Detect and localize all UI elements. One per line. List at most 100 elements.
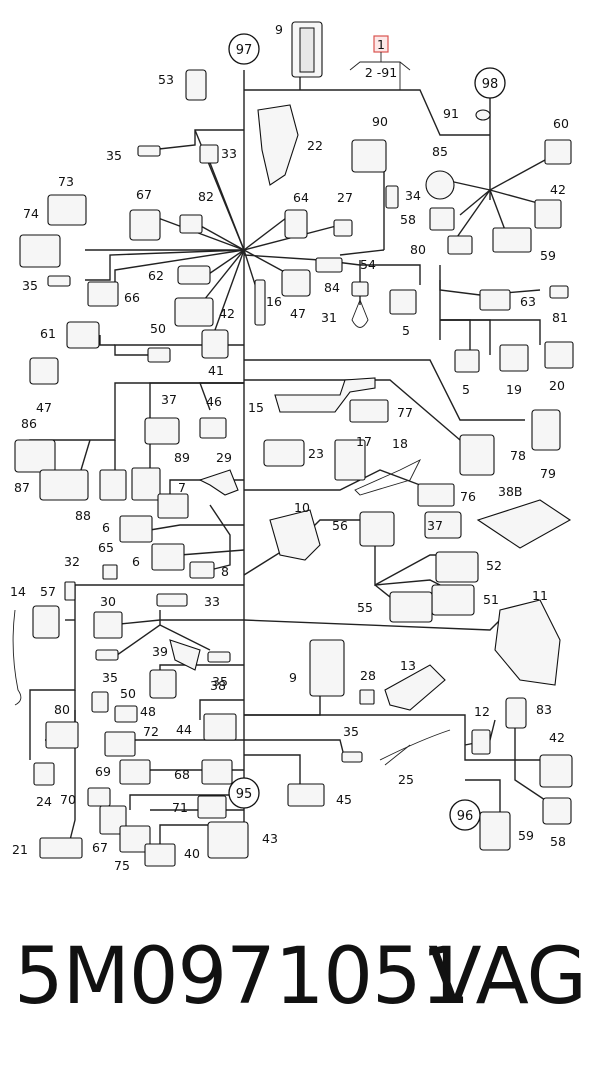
part-label: 34 (405, 188, 421, 203)
part-label: 57 (40, 584, 56, 599)
part-label: 5 (402, 323, 410, 338)
part-label: 7 (178, 480, 186, 495)
part-label: 83 (536, 702, 552, 717)
part-label: 67 (92, 840, 108, 855)
part-label: 56 (332, 518, 348, 533)
reference-label-98: 98 (482, 77, 499, 92)
part-label: 8 (221, 564, 229, 579)
part-label: 18 (392, 436, 408, 451)
part-label: 70 (60, 792, 76, 807)
part-label: 41 (208, 363, 224, 378)
part-label: 6 (102, 520, 110, 535)
part-label: 5 (462, 382, 470, 397)
part-label: 88 (75, 508, 91, 523)
part-label: 66 (124, 290, 140, 305)
part-label: 65 (98, 540, 114, 555)
reference-label-96: 96 (457, 809, 474, 824)
part-label: 77 (397, 405, 413, 420)
part-label: 11 (532, 588, 548, 603)
part-label: 87 (14, 480, 30, 495)
part-label: 38 (210, 678, 226, 693)
top-reference: 1 2 -91 (349, 35, 411, 90)
part-label: 76 (460, 489, 476, 504)
part-label: 21 (12, 842, 28, 857)
part-label: 24 (36, 794, 52, 809)
part-label: 15 (248, 400, 264, 415)
top-reference-sub: 2 -91 (365, 65, 397, 80)
part-label: 82 (198, 189, 214, 204)
part-label: 39 (152, 644, 168, 659)
part-label: 32 (64, 554, 80, 569)
part-label: 17 (356, 434, 372, 449)
reference-circle-98 (474, 67, 506, 99)
part-label: 62 (148, 268, 164, 283)
part-label: 42 (550, 182, 566, 197)
part-label: 13 (400, 658, 416, 673)
part-label: 60 (553, 116, 569, 131)
part-label: 9 (275, 22, 283, 37)
top-reference-number: 1 (377, 37, 385, 52)
part-label: 86 (21, 416, 37, 431)
part-label: 40 (184, 846, 200, 861)
part-label: 46 (206, 394, 222, 409)
part-number: 5M0971051 (14, 932, 470, 1022)
part-label: 79 (540, 466, 556, 481)
part-label: 81 (552, 310, 568, 325)
part-label: 54 (360, 257, 376, 272)
part-label: 42 (549, 730, 565, 745)
part-label: 73 (58, 174, 74, 189)
reference-circles: 97 98 95 96 (228, 33, 506, 831)
part-label: 50 (120, 686, 136, 701)
part-label: 14 (10, 584, 26, 599)
reference-circle-96 (449, 799, 481, 831)
part-label: 45 (336, 792, 352, 807)
reference-circle-95 (228, 777, 260, 809)
part-label: 35 (22, 278, 38, 293)
part-label: 50 (150, 321, 166, 336)
part-label: 89 (174, 450, 190, 465)
brand-label: VAG (428, 932, 587, 1022)
part-label: 64 (293, 190, 309, 205)
part-label: 48 (140, 704, 156, 719)
part-label: 29 (216, 450, 232, 465)
part-label: 47 (36, 400, 52, 415)
part-label: 27 (337, 190, 353, 205)
part-label: 52 (486, 558, 502, 573)
part-label: 53 (158, 72, 174, 87)
part-label: 78 (510, 448, 526, 463)
part-label: 19 (506, 382, 522, 397)
part-label: 69 (95, 764, 111, 779)
reference-label-95: 95 (236, 787, 253, 802)
part-label: 84 (324, 280, 340, 295)
part-label: 75 (114, 858, 130, 873)
part-label: 42 (219, 306, 235, 321)
part-label: 25 (398, 772, 414, 787)
part-label: 59 (540, 248, 556, 263)
caption: 5M0971051 VAG (0, 932, 600, 1042)
part-label: 35 (106, 148, 122, 163)
part-label: 47 (290, 306, 306, 321)
wiring-harness-diagram: 97 98 95 96 1 2 -91 95322353373678264279… (10, 21, 574, 873)
part-label: 12 (474, 704, 490, 719)
part-label: 85 (432, 144, 448, 159)
part-label: 33 (204, 594, 220, 609)
part-label: 35 (212, 674, 228, 689)
part-label: 80 (410, 242, 426, 257)
part-label: 23 (308, 446, 324, 461)
part-label: 55 (357, 600, 373, 615)
reference-label-97: 97 (236, 43, 253, 58)
part-label: 31 (321, 310, 337, 325)
part-label: 51 (483, 592, 499, 607)
part-label: 68 (174, 767, 190, 782)
part-label: 28 (360, 668, 376, 683)
part-label: 6 (132, 554, 140, 569)
part-label: 35 (102, 670, 118, 685)
part-label: 9 (289, 670, 297, 685)
part-label: 80 (54, 702, 70, 717)
part-label: 20 (549, 378, 565, 393)
part-label: 37 (427, 518, 443, 533)
part-label: 43 (262, 831, 278, 846)
part-label: 67 (136, 187, 152, 202)
part-label: 30 (100, 594, 116, 609)
